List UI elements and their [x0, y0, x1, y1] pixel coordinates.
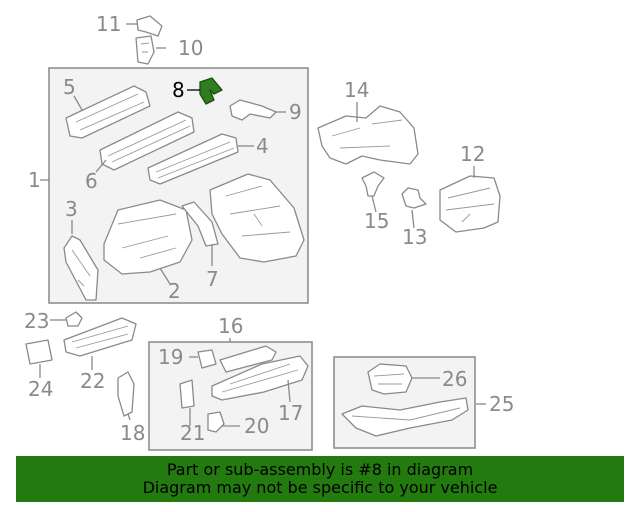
- callout-15: 15: [364, 209, 389, 233]
- part-12: [439, 175, 501, 233]
- part-13: [401, 187, 427, 209]
- callout-6: 6: [85, 169, 98, 193]
- callout-5: 5: [63, 75, 76, 99]
- callout-8: 8: [172, 78, 185, 102]
- part-16-rail-upper: [219, 345, 277, 373]
- part-24: [25, 339, 53, 365]
- banner-line-part: Part or sub-assembly is #8 in diagram: [166, 460, 474, 479]
- callout-13: 13: [402, 225, 427, 249]
- part-18: [117, 371, 135, 417]
- callout-7: 7: [206, 267, 219, 291]
- callout-16: 16: [218, 314, 243, 338]
- part-10: [135, 35, 155, 65]
- part-7: [181, 201, 219, 247]
- part-17: [211, 355, 309, 401]
- part-26: [367, 363, 413, 395]
- part-4: [147, 133, 239, 185]
- callout-2: 2: [168, 279, 181, 303]
- callout-24: 24: [28, 377, 53, 401]
- callout-3: 3: [65, 197, 78, 221]
- callout-11: 11: [96, 12, 121, 36]
- callout-26: 26: [442, 367, 467, 391]
- callout-22: 22: [80, 369, 105, 393]
- info-banner: Part or sub-assembly is #8 in diagram Di…: [16, 456, 624, 502]
- banner-line-disclaimer: Diagram may not be specific to your vehi…: [142, 478, 498, 497]
- part-23: [65, 311, 83, 327]
- callout-25: 25: [489, 392, 514, 416]
- callout-10: 10: [178, 36, 203, 60]
- callout-20: 20: [244, 414, 269, 438]
- part-25: [341, 397, 469, 437]
- callout-23: 23: [24, 309, 49, 333]
- part-14: [317, 105, 419, 165]
- part-3: [63, 235, 99, 301]
- part-5: [65, 85, 151, 139]
- callout-19: 19: [158, 345, 183, 369]
- part-21: [179, 379, 195, 409]
- callout-17: 17: [278, 401, 303, 425]
- part-15: [361, 171, 385, 197]
- parts-diagram: 11 10 5 8 9 4 6 1 3 2 7 14 12 15 13 23 1…: [24, 12, 514, 451]
- callout-1: 1: [28, 168, 41, 192]
- callout-21: 21: [180, 421, 205, 445]
- part-9: [229, 99, 277, 121]
- callout-18: 18: [120, 421, 145, 445]
- part-8: [199, 77, 223, 105]
- callout-9: 9: [289, 100, 302, 124]
- callout-12: 12: [460, 142, 485, 166]
- part-19: [197, 349, 217, 369]
- leader-lines: [39, 23, 486, 427]
- callout-14: 14: [344, 78, 369, 102]
- part-11: [136, 15, 163, 37]
- part-20: [207, 411, 225, 433]
- callout-4: 4: [256, 134, 269, 158]
- part-2: [103, 199, 193, 275]
